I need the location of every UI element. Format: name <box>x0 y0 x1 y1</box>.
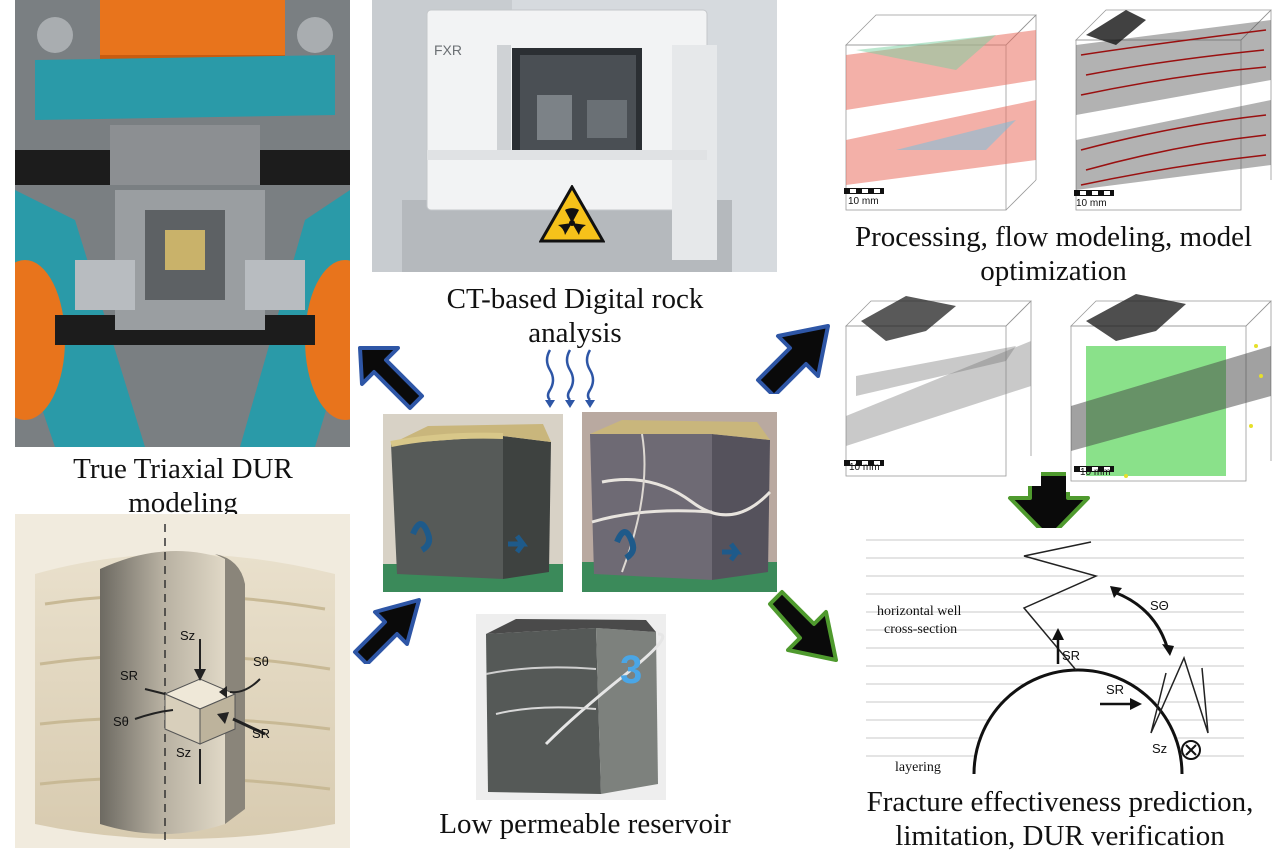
scale-bar-label-1: 10 mm <box>848 196 879 207</box>
rock-cube-intact-photo <box>383 414 563 592</box>
flow-model-render-1 <box>836 10 1041 215</box>
scale-bar-label-3: 10 mm <box>849 462 880 473</box>
stress-sr-left-label: SR <box>120 668 139 683</box>
s-r-top-label: SR <box>1062 648 1081 663</box>
arrow-triaxial-to-sample <box>358 346 424 410</box>
stress-sz-bottom-label: Sz <box>176 745 192 760</box>
fracture-render-green <box>1066 286 1276 492</box>
cross-section-label: cross-section <box>884 622 958 637</box>
stress-stheta-right-label: Sθ <box>253 654 269 669</box>
layering-label: layering <box>895 760 941 776</box>
reservoir-rock-photo <box>476 614 666 800</box>
arrow-sample-to-processing <box>756 324 830 394</box>
rock-cube-fractured-photo <box>582 412 777 592</box>
arrow-sample-to-fracture <box>768 590 838 662</box>
heat-waves-icon <box>540 348 600 410</box>
radiation-warning-icon <box>538 183 606 243</box>
fracture-cross-section-sketch <box>866 528 1244 774</box>
stress-sr-right-label: SR <box>252 726 271 741</box>
reservoir-caption: Low permeable reservoir <box>439 808 731 840</box>
s-theta-label: SΘ <box>1150 598 1169 613</box>
scale-bar-label-2: 10 mm <box>1076 198 1107 209</box>
stress-sz-top-label: Sz <box>180 628 196 643</box>
triaxial-caption: True Triaxial DUR modeling <box>73 453 293 519</box>
ct-caption: CT-based Digital rock analysis <box>446 283 704 349</box>
horizontal-well-label: horizontal well <box>877 604 962 619</box>
s-z-label: Sz <box>1152 741 1168 756</box>
s-r-side-label: SR <box>1106 682 1125 697</box>
triaxial-machine-photo <box>15 0 350 447</box>
arrow-sketch-to-sample <box>353 598 421 664</box>
wellbore-stress-sketch <box>15 514 350 848</box>
stress-stheta-left-label: Sθ <box>113 714 129 729</box>
svg-text:FXR: FXR <box>434 42 462 58</box>
processing-caption: Processing, flow modeling, model optimiz… <box>854 221 1253 287</box>
flow-model-render-2 <box>1066 5 1276 217</box>
fracture-caption: Fracture effectiveness prediction, limit… <box>866 786 1254 852</box>
reservoir-sample-number: 3 <box>620 648 643 692</box>
scale-bar-label-4: 10 mm <box>1080 467 1111 478</box>
fracture-render-grey <box>836 286 1041 486</box>
